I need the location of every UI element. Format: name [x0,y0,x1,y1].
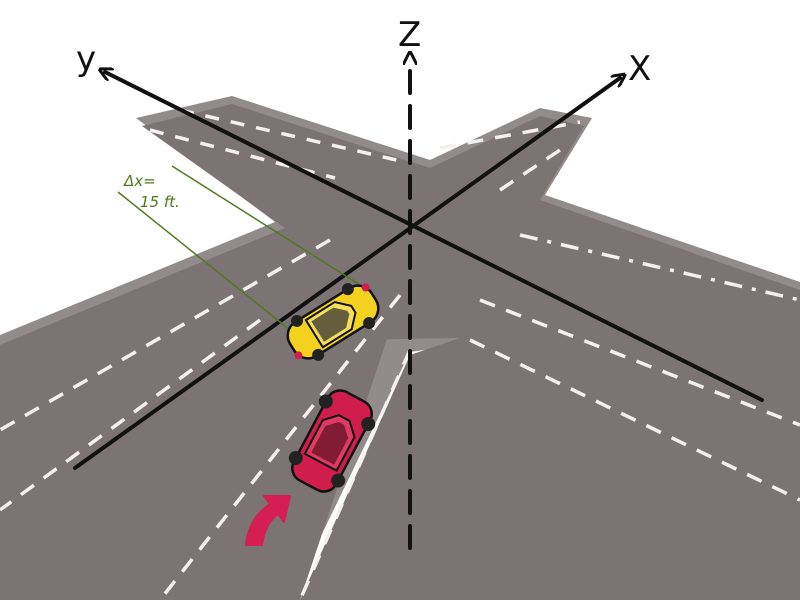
road-surface-cross [420,240,800,600]
lane-line [439,120,581,150]
car-yellow-icon [286,283,380,361]
lane-line [469,338,800,502]
annotation-line-bottom [117,191,301,339]
annotation-value: 15 ft. [140,193,180,211]
lane-line [158,293,402,600]
curved-arrow-icon [245,495,291,546]
x-axis-label: X [628,49,651,89]
z-axis-label: Z [398,15,421,55]
lane-line [479,298,800,427]
y-axis-label: y [76,39,96,79]
x-axis [73,78,620,470]
road-network [0,96,800,600]
lane-line [298,349,412,600]
annotation-line-top [171,165,369,291]
distance-annotation: Δx= 15 ft. [117,165,369,339]
y-axis [105,72,764,402]
lane-line [179,108,406,164]
lane-line [0,238,331,432]
annotation-label: Δx= [123,172,156,190]
car-red-icon [288,389,376,493]
lane-line [519,233,800,302]
lane-line [499,148,561,192]
coordinate-axes [73,58,764,550]
